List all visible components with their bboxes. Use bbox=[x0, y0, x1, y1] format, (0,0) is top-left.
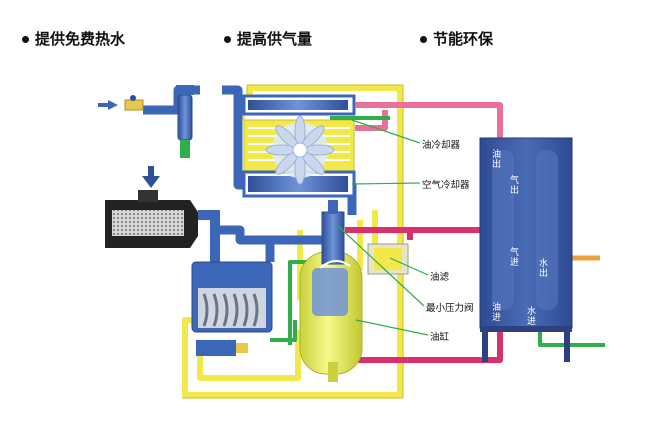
port-air-in: 气进 bbox=[509, 248, 519, 268]
heading-increase-air-supply: 提高供气量 bbox=[224, 28, 312, 49]
air-filter bbox=[105, 190, 220, 262]
compressor-unit bbox=[191, 261, 273, 356]
cooling-fan-icon bbox=[265, 115, 335, 185]
bullet-dot-icon bbox=[224, 36, 231, 43]
port-oil-out: 油出 bbox=[491, 150, 501, 170]
port-oil-in: 油进 bbox=[491, 303, 501, 323]
label-oil-filter: 油滤 bbox=[430, 272, 450, 283]
heat-exchanger bbox=[479, 137, 573, 362]
port-air-out: 气出 bbox=[509, 176, 519, 196]
cooler-assembly bbox=[242, 94, 356, 198]
yellow-pipes-outline bbox=[182, 84, 404, 399]
label-oil-cooler: 油冷却器 bbox=[422, 140, 461, 151]
bullet-dot-icon bbox=[22, 36, 29, 43]
heading-free-hot-water: 提供免费热水 bbox=[22, 28, 125, 49]
port-water-in: 水进 bbox=[526, 307, 536, 327]
port-water-out: 水出 bbox=[538, 259, 548, 279]
label-oil-tank: 油缸 bbox=[430, 332, 450, 343]
bullet-dot-icon bbox=[420, 36, 427, 43]
flow-arrow-left-icon bbox=[98, 100, 118, 110]
oil-filter bbox=[367, 243, 409, 275]
oil-tank bbox=[299, 200, 363, 382]
drain-valve-assembly bbox=[124, 85, 194, 158]
label-air-cooler: 空气冷却器 bbox=[422, 180, 470, 191]
label-min-pressure-valve: 最小压力阀 bbox=[426, 303, 474, 314]
heading-energy-saving: 节能环保 bbox=[420, 28, 493, 49]
flow-arrow-down-icon bbox=[142, 166, 160, 188]
